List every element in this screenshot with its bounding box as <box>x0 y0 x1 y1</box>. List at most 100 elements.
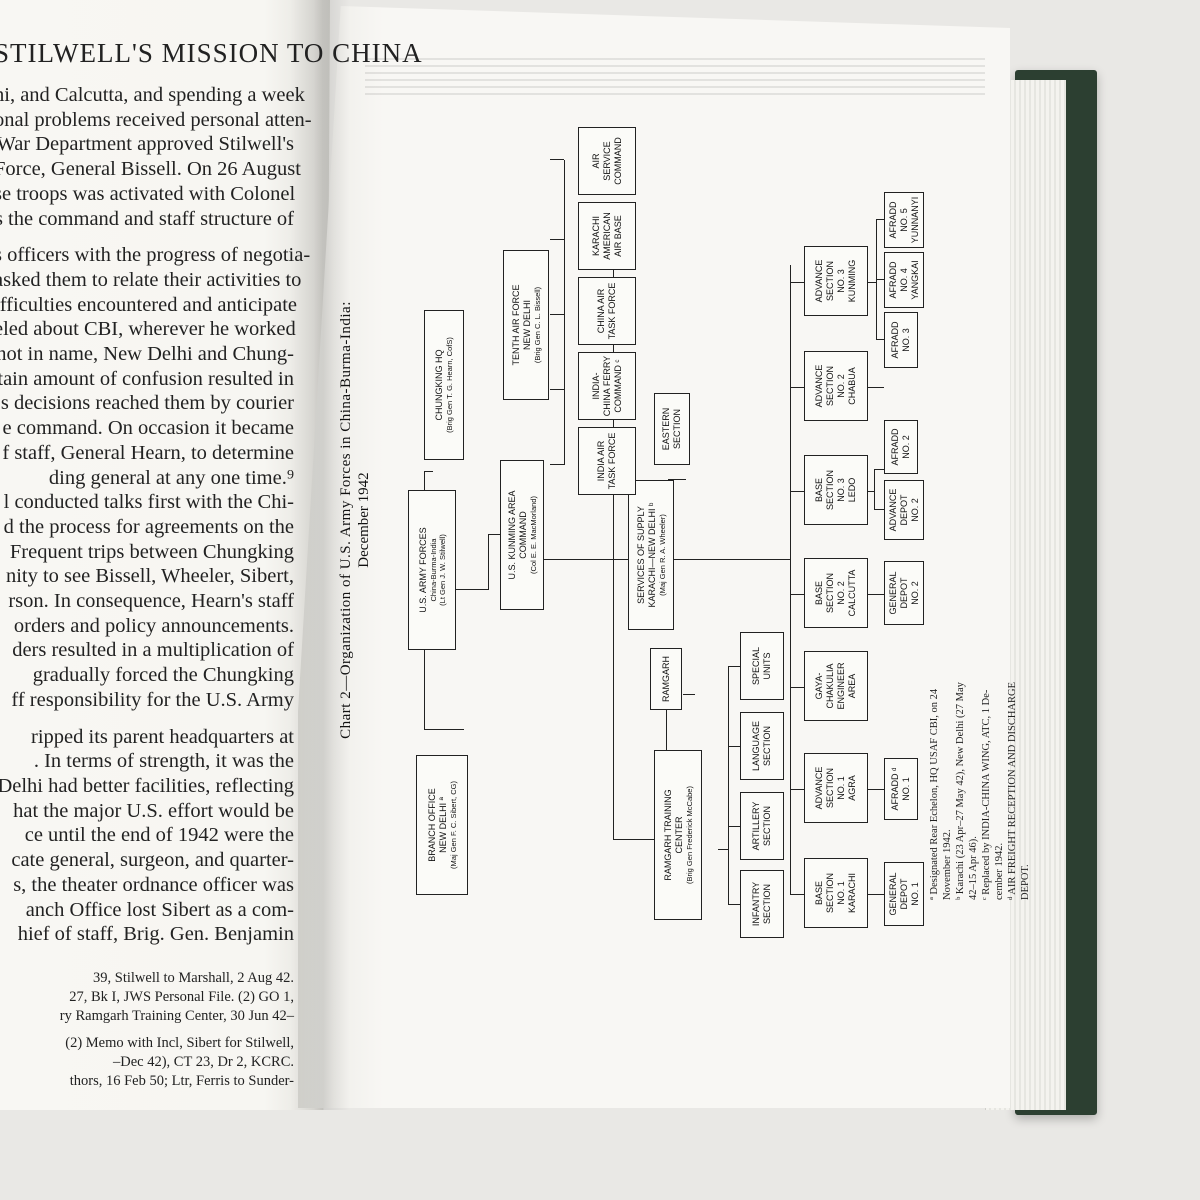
connector <box>550 158 564 160</box>
chart-footnote-line: ᵇ Karachi (23 Apr–27 May 42), New Delhi … <box>955 682 966 900</box>
text-line: l conducted talks first with the Chi- <box>3 491 294 514</box>
chungking-hq-box: CHUNGKING HQ (Brig Gen T. G. Hearn, CofS… <box>424 310 464 460</box>
footnotes: 39, Stilwell to Marshall, 2 Aug 42.27, B… <box>0 969 294 1091</box>
connector <box>728 665 740 667</box>
paragraph-3: ripped its parent headquarters at. In te… <box>0 725 294 947</box>
chart-footnote-line: ª Designated Rear Echelon, HQ USAF CBI, … <box>929 688 940 900</box>
text-line: orders and policy announcements. <box>13 614 294 637</box>
text-line: se troops was activated with Colonel <box>0 182 296 205</box>
paragraph-2: s officers with the progress of negotia-… <box>0 243 311 712</box>
connector <box>790 788 804 790</box>
footnote-line: ry Ramgarh Training Center, 30 Jun 42– <box>59 1007 294 1024</box>
chart-footnote-line: 42–15 Apr 46). <box>968 836 979 900</box>
kunming-area-box: U.S. KUNMING AREA COMMAND (Col E. E. Mac… <box>500 460 544 610</box>
text-line: s the command and staff structure of <box>0 207 294 230</box>
text-line: ders resulted in a multiplication of <box>12 639 294 662</box>
connector <box>790 593 804 595</box>
footnote-line: (2) Memo with Incl, Sibert for Stilwell, <box>65 1034 294 1051</box>
chart-title: Chart 2—Organization of U.S. Army Forces… <box>338 301 354 739</box>
chart-footnote-line: November 1942. <box>942 829 953 900</box>
text-line: s officers with the progress of negotia- <box>0 244 311 267</box>
connector <box>666 710 668 750</box>
connector <box>868 593 884 595</box>
connector <box>876 278 884 280</box>
connector <box>874 470 876 510</box>
chart-footnote-line: ᵈ AIR FREIGHT RECEPTION AND DISCHARGE <box>1007 681 1018 900</box>
us-army-forces-box: U.S. ARMY FORCES China-Burma-India (Lt G… <box>408 490 456 650</box>
connector <box>790 265 792 895</box>
branch-office-box: BRANCH OFFICE NEW DELHI ª (Maj Gen F. C.… <box>416 755 468 895</box>
ramgarh-training-center-box: RAMGARH TRAINING CENTER (Brig Gen Freder… <box>654 750 702 920</box>
text-line: s decisions reached them by courier <box>0 392 294 415</box>
running-head: STILWELL'S MISSION TO CHINA <box>0 38 423 68</box>
left-page-text: STILWELL'S MISSION TO CHINA hi, and Calc… <box>0 38 423 1091</box>
text-line: eled about CBI, wherever he worked <box>0 318 296 341</box>
connector <box>424 728 464 730</box>
connector <box>718 848 728 850</box>
text-line: Force, General Bissell. On 26 August <box>0 158 301 181</box>
org-chart: Chart 2—Organization of U.S. Army Forces… <box>328 70 1031 940</box>
left-page <box>0 0 330 1110</box>
connector <box>488 535 490 590</box>
show-through-text <box>365 55 985 95</box>
text-line: . In terms of strength, it was the <box>33 750 294 773</box>
connector <box>868 386 884 388</box>
text-line: ff responsibility for the U.S. Army <box>11 688 294 711</box>
text-line: ripped its parent headquarters at <box>31 725 294 748</box>
text-line: s, the theater ordnance officer was <box>13 873 294 896</box>
connector <box>728 825 740 827</box>
connector <box>874 468 884 470</box>
text-line: ifficulties encountered and anticipate <box>0 293 298 316</box>
connector <box>728 745 740 747</box>
connector <box>790 281 804 283</box>
text-line: tain amount of confusion resulted in <box>0 367 294 390</box>
text-line: hief of staff, Brig. Gen. Benjamin <box>17 923 294 946</box>
connector <box>550 388 564 390</box>
connector <box>876 218 884 220</box>
tenth-air-force-box: TENTH AIR FORCE NEW DELHI (Brig Gen C. L… <box>503 250 549 400</box>
footnote-line: thors, 16 Feb 50; Ltr, Ferris to Sunder- <box>69 1072 294 1089</box>
text-line: rson. In consequence, Hearn's staff <box>8 590 294 613</box>
chart-footnotes: ª Designated Rear Echelon, HQ USAF CBI, … <box>928 380 1032 900</box>
ramgarh-box: RAMGARH <box>650 648 682 710</box>
text-line: ce until the end of 1942 were the <box>24 824 294 847</box>
chart-subtitle: December 1942 <box>356 472 372 568</box>
connector <box>790 893 804 895</box>
text-line: gradually forced the Chungking <box>32 664 294 687</box>
chart-footnote-line: cember 1942. <box>994 842 1005 900</box>
text-line: e command. On occasion it became <box>2 417 294 440</box>
text-line: not in name, New Delhi and Chung- <box>0 343 294 366</box>
footnote-line: 39, Stilwell to Marshall, 2 Aug 42. <box>93 969 294 986</box>
text-line: d the process for agreements on the <box>3 515 294 538</box>
text-line: hat the major U.S. effort would be <box>13 799 294 822</box>
connector <box>876 220 878 340</box>
services-of-supply-box: SERVICES OF SUPPLY KARACHI—NEW DELHI ᵇ (… <box>628 480 674 630</box>
text-line: Frequent trips between Chungking <box>9 540 294 563</box>
text-line: f staff, General Hearn, to determine <box>2 441 294 464</box>
connector <box>728 667 730 905</box>
connector <box>683 693 695 695</box>
connector <box>790 386 804 388</box>
text-line: ding general at any one time.⁹ <box>48 466 294 489</box>
connector <box>488 533 500 535</box>
